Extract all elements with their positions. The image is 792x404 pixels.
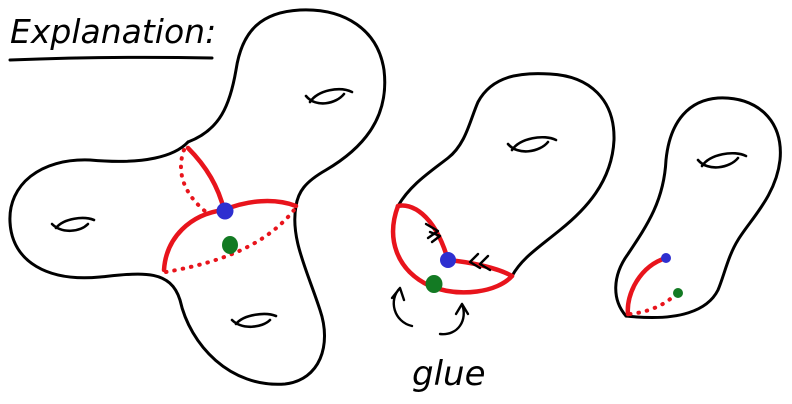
result-surface — [614, 96, 782, 320]
heading-text: Explanation: — [10, 12, 216, 51]
arrow-double-right — [468, 252, 492, 272]
glue-arrow-left — [390, 286, 414, 328]
cut-loop-upper-back — [179, 148, 208, 214]
surface-outline-middle — [396, 72, 616, 278]
cut-edge-lower — [390, 203, 515, 295]
green-point — [222, 236, 238, 254]
surface-outline-left — [8, 140, 326, 386]
result-arc-front — [625, 255, 669, 317]
cut-surface-glue: glue — [390, 72, 616, 394]
surface-outline-right — [614, 96, 782, 320]
heading-underline — [8, 55, 214, 62]
cut-loop-lower-back — [164, 208, 296, 274]
cut-loop-upper-front — [185, 145, 227, 213]
cut-loop-right-front — [221, 198, 299, 213]
hole-top — [304, 88, 354, 105]
heading-group: Explanation: — [8, 12, 216, 62]
blue-point-cut — [440, 252, 456, 268]
hole-left — [50, 216, 96, 233]
result-arc-back — [628, 292, 678, 316]
glue-arrow-right — [438, 302, 470, 336]
hole-middle — [506, 136, 558, 153]
hole-bottom — [230, 312, 278, 329]
green-point-result — [673, 288, 683, 298]
genus-three-surface — [8, 8, 387, 386]
green-point-cut — [425, 275, 443, 293]
cut-edge-upper — [395, 203, 451, 263]
blue-point — [216, 202, 234, 220]
hole-right — [696, 152, 748, 169]
arrow-single-upper — [424, 222, 442, 244]
glue-label: glue — [412, 354, 486, 394]
blue-point-result — [661, 253, 671, 263]
surface-outline-top — [186, 8, 387, 208]
cut-loop-lower-front — [161, 207, 227, 273]
